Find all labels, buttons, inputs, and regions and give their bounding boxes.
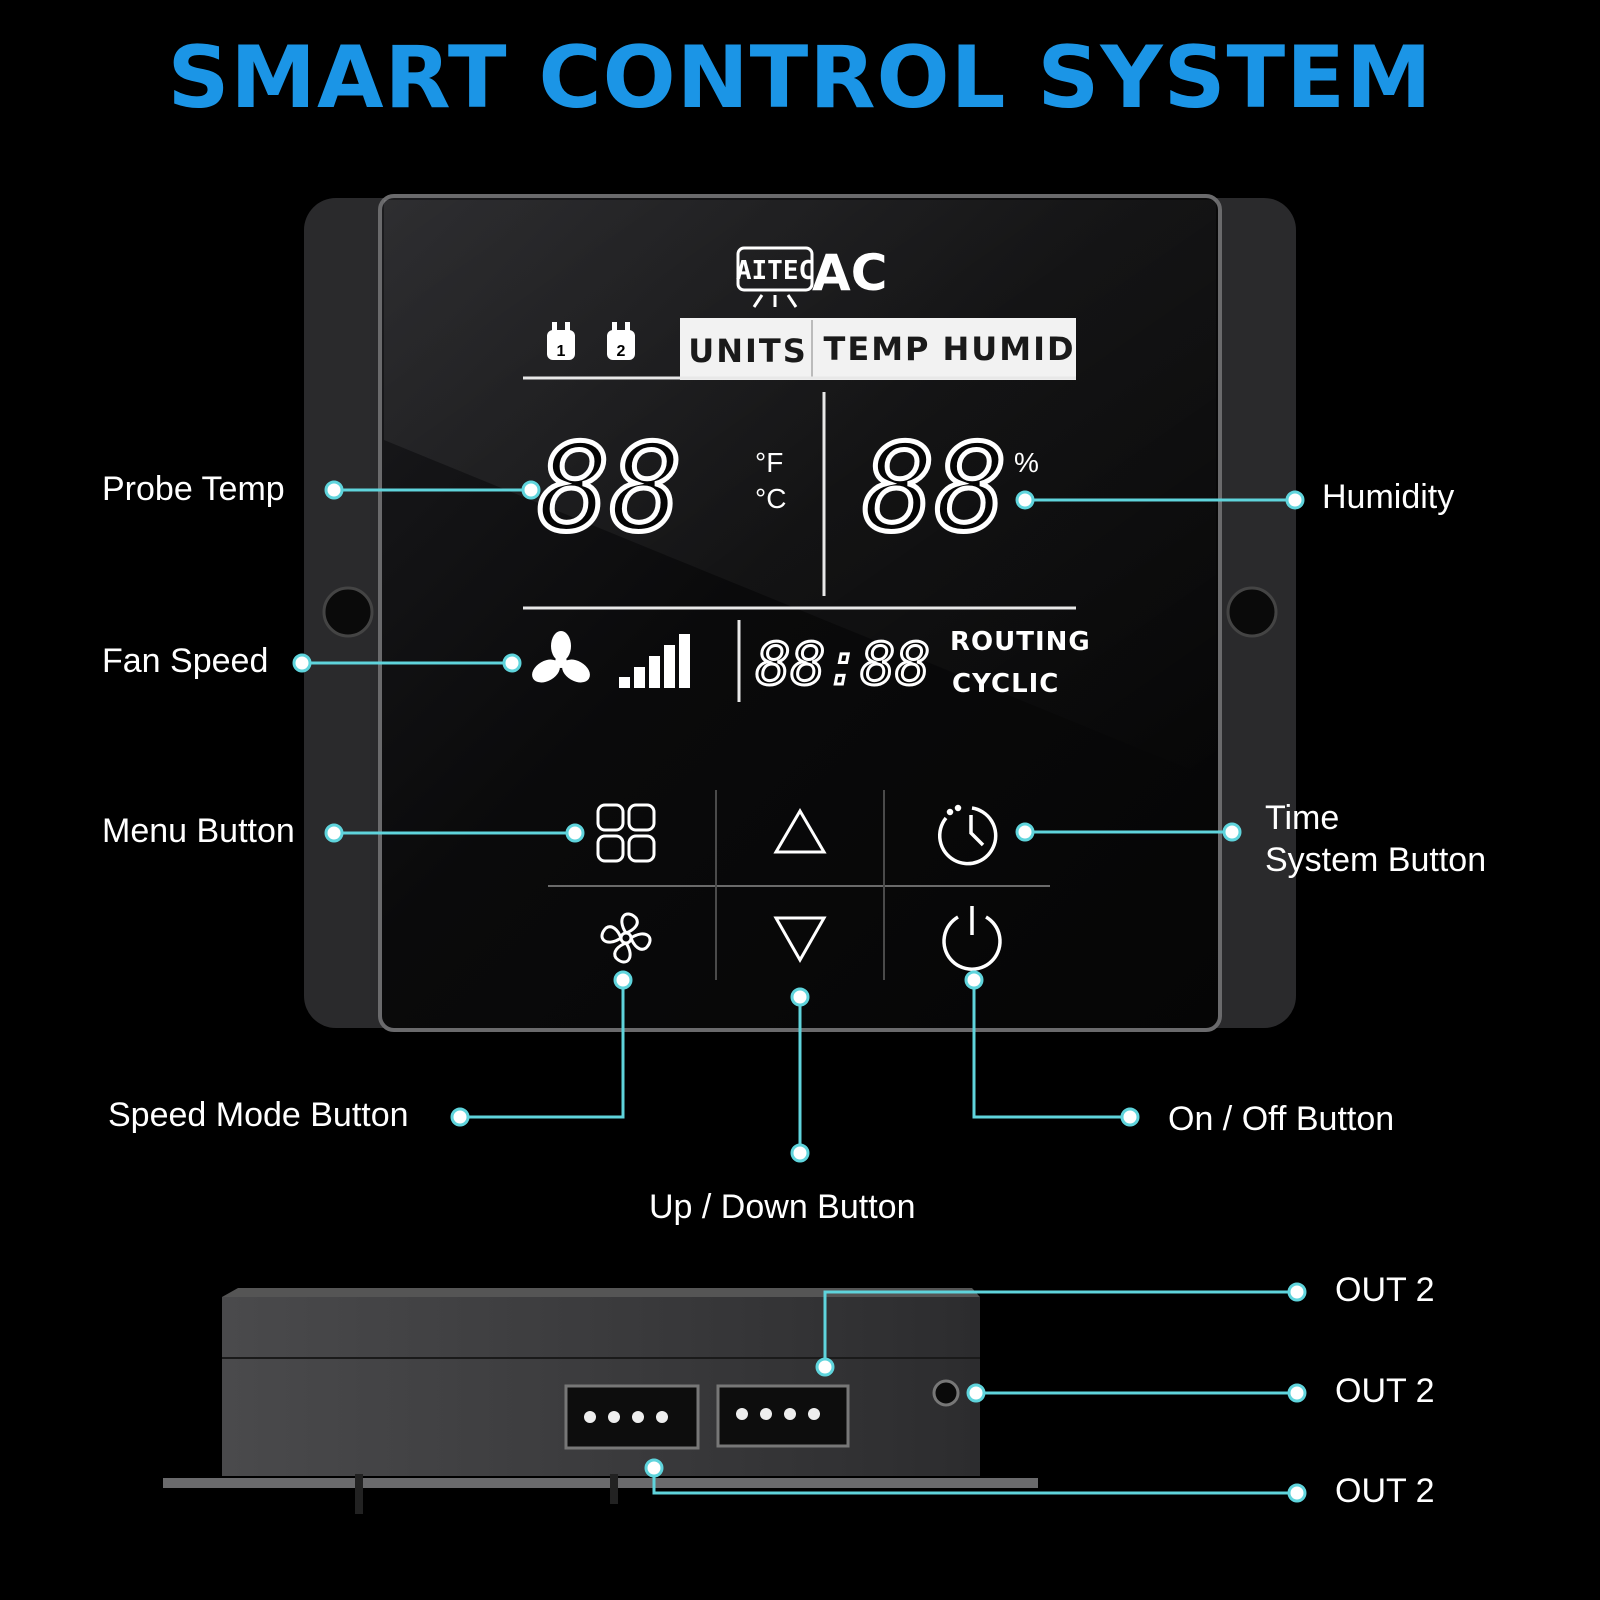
unit-percent: % <box>1014 447 1039 478</box>
signal-bars-icon <box>619 634 690 688</box>
label-system-button: System Button <box>1265 841 1487 879</box>
speed-fan-icon[interactable] <box>600 912 652 964</box>
tab-humid: HUMID <box>942 330 1075 368</box>
power-icon[interactable] <box>942 906 1002 971</box>
timer-icon[interactable] <box>938 804 998 866</box>
unit-fahrenheit: °F <box>755 447 783 478</box>
down-triangle-icon[interactable] <box>773 916 827 964</box>
label-on-off-button: On / Off Button <box>1168 1100 1395 1138</box>
mode-routing: ROUTING <box>950 627 1091 657</box>
outlet-2-icon: 2 <box>607 322 635 360</box>
fan-icon <box>532 631 590 683</box>
label-speed-mode-button: Speed Mode Button <box>108 1096 409 1134</box>
mount-hole-left <box>322 586 374 638</box>
outlet-1-icon: 1 <box>547 322 575 360</box>
label-up-down-button: Up / Down Button <box>649 1188 916 1226</box>
humidity-digits: 88 <box>863 420 1008 559</box>
port-right-icon <box>716 1384 850 1448</box>
port-left-icon <box>564 1384 700 1450</box>
callout-dots <box>292 480 1307 1503</box>
label-probe-temp: Probe Temp <box>102 470 285 508</box>
up-triangle-icon[interactable] <box>773 808 827 854</box>
tab-temp: TEMP <box>824 330 931 368</box>
probe-temp-digits: 88 <box>538 420 683 559</box>
label-out-bottom: OUT 2 <box>1335 1472 1435 1510</box>
page-title: SMART CONTROL SYSTEM <box>167 28 1433 128</box>
clock-digits: 88:88 <box>756 630 931 698</box>
mode-tabs: UNITS TEMP HUMID <box>680 318 1076 380</box>
menu-grid-icon[interactable] <box>596 803 656 863</box>
label-out-top: OUT 2 <box>1335 1271 1435 1309</box>
label-menu-button: Menu Button <box>102 812 295 850</box>
svg-text:AC: AC <box>812 244 887 302</box>
label-out-mid: OUT 2 <box>1335 1372 1435 1410</box>
svg-text:AITEC: AITEC <box>736 256 814 286</box>
label-time: Time <box>1265 799 1340 837</box>
mount-hole-right <box>1226 586 1278 638</box>
mode-cyclic: CYCLIC <box>952 669 1059 699</box>
svg-text:2: 2 <box>617 343 626 360</box>
svg-text:1: 1 <box>557 343 566 360</box>
label-humidity: Humidity <box>1322 478 1455 516</box>
jack-icon <box>932 1379 960 1407</box>
tab-units: UNITS <box>688 332 808 370</box>
label-fan-speed: Fan Speed <box>102 642 269 680</box>
unit-celsius: °C <box>755 483 786 514</box>
brand-logo: AITEC AC <box>736 244 887 308</box>
